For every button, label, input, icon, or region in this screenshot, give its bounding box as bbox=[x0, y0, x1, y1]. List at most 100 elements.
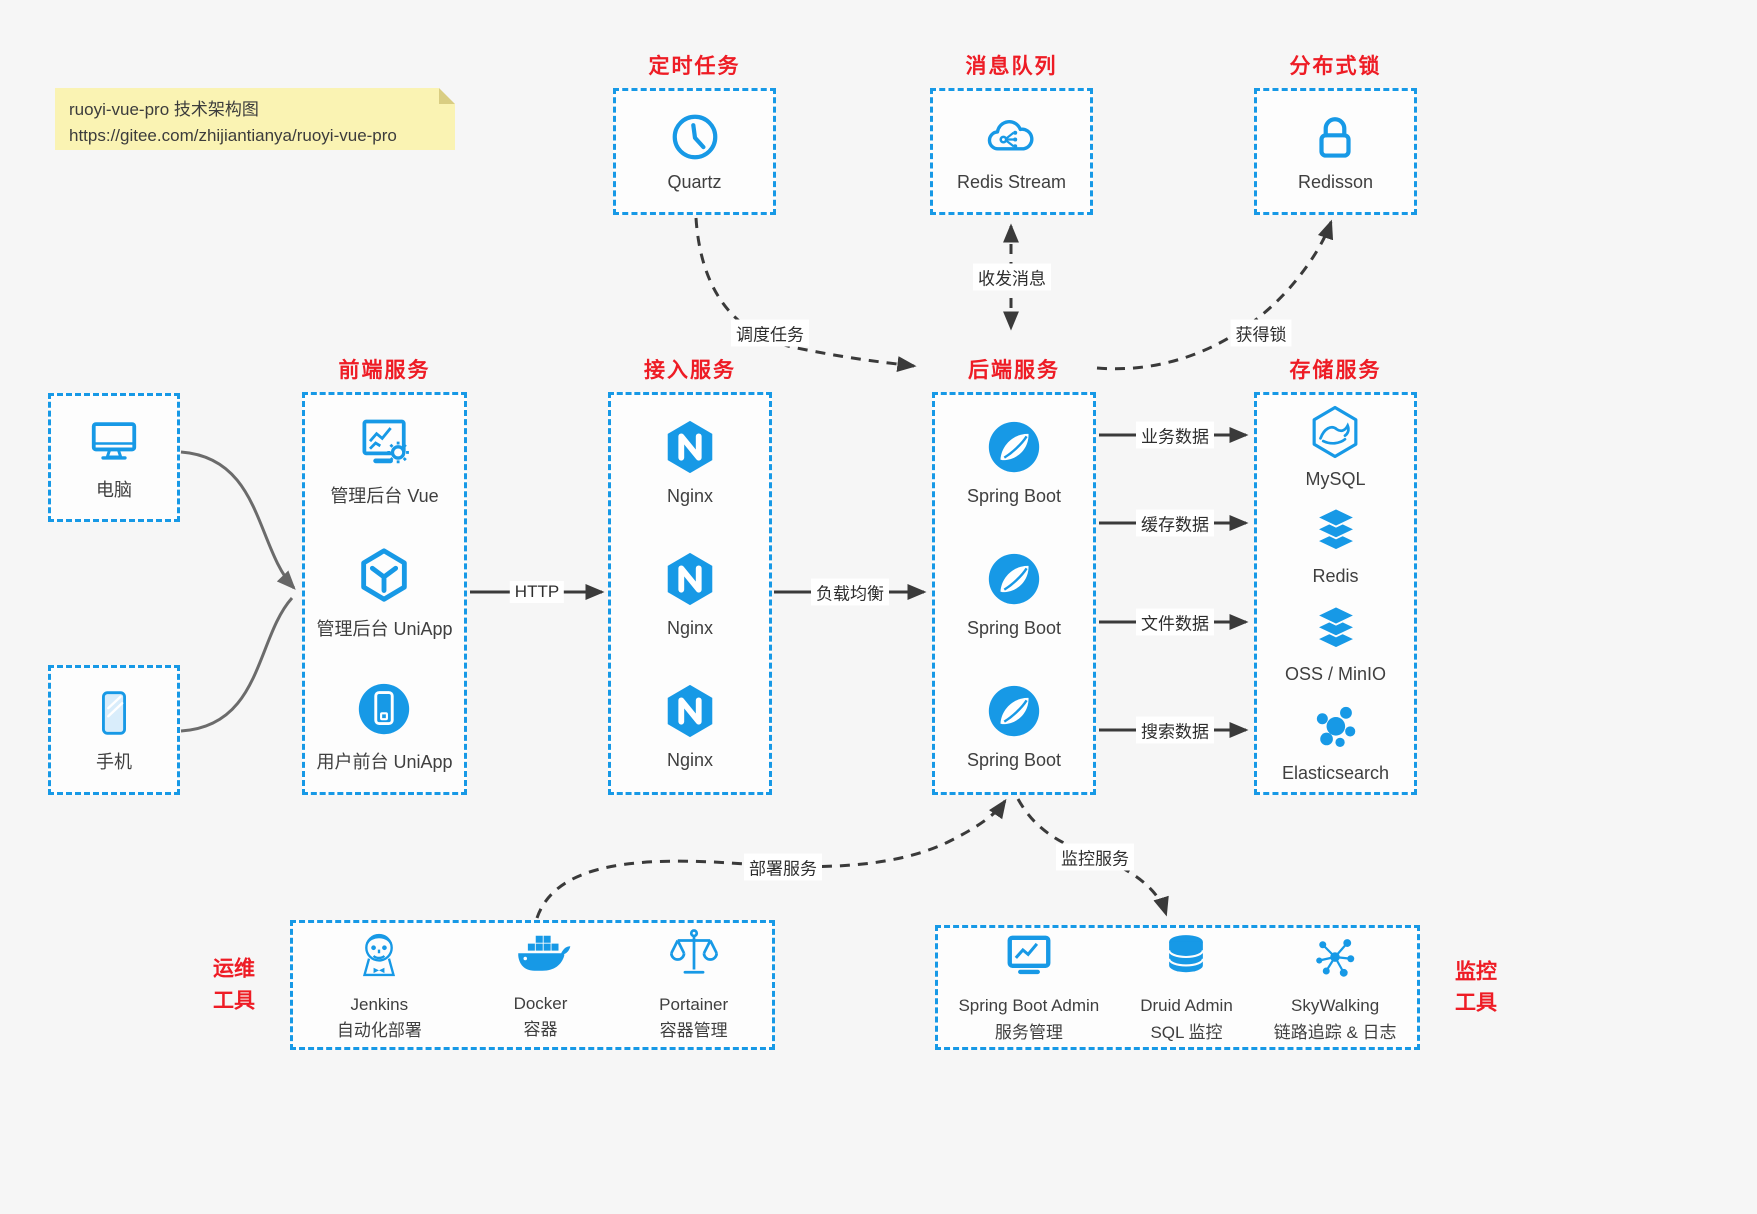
message-queue-box: 消息队列 Redis Stream bbox=[930, 55, 1093, 215]
sticky-note: ruoyi-vue-pro 技术架构图 https://gitee.com/zh… bbox=[55, 88, 455, 150]
jenkins-label-line2: 自动化部署 bbox=[336, 1021, 422, 1040]
nginx-icon bbox=[659, 416, 721, 478]
edge-label-http: HTTP bbox=[509, 581, 565, 603]
item-label: Portainer 容器管理 bbox=[659, 992, 728, 1045]
storage-services-box: 存储服务 MySQL Redis OSS / MinIO Elasticsear… bbox=[1254, 359, 1417, 795]
mysql-item: MySQL bbox=[1305, 403, 1366, 490]
gateway-services-box: 接入服务 Nginx Nginx Nginx bbox=[608, 359, 772, 795]
cloud-stream-icon bbox=[982, 110, 1040, 164]
spring-boot-admin-icon bbox=[1000, 929, 1058, 985]
item-label: Spring Boot bbox=[966, 485, 1062, 506]
edge-label-schedule: 调度任务 bbox=[731, 319, 809, 347]
item-label: OSS / MinIO bbox=[1284, 663, 1387, 684]
redis-stream-item: Redis Stream bbox=[957, 110, 1066, 193]
sba-label-line2: 服务管理 bbox=[994, 1022, 1063, 1042]
druid-item: Druid Admin SQL 监控 bbox=[1140, 929, 1233, 1046]
item-label: Quartz bbox=[667, 172, 722, 192]
redisson-item: Redisson bbox=[1298, 110, 1373, 193]
nginx-icon bbox=[659, 548, 721, 610]
edge-label-business-data: 业务数据 bbox=[1136, 421, 1214, 449]
edge-label-messages: 收发消息 bbox=[973, 263, 1051, 291]
monitor-title-line2: 工具 bbox=[1455, 991, 1497, 1015]
mysql-icon bbox=[1306, 403, 1364, 461]
item-label: 管理后台 UniApp bbox=[316, 618, 453, 639]
client-pc-box: 电脑 bbox=[48, 393, 180, 522]
spring-boot-item: Spring Boot bbox=[967, 680, 1061, 771]
nginx-icon bbox=[659, 680, 721, 742]
portainer-icon bbox=[665, 926, 723, 984]
elasticsearch-item: Elasticsearch bbox=[1282, 701, 1389, 784]
gateway-services-title: 接入服务 bbox=[644, 359, 736, 382]
spring-boot-admin-item: Spring Boot Admin 服务管理 bbox=[958, 929, 1099, 1046]
user-uniapp-item: 用户前台 UniApp bbox=[316, 678, 453, 774]
oss-minio-icon bbox=[1307, 604, 1365, 656]
druid-label-line2: SQL 监控 bbox=[1150, 1022, 1223, 1042]
edge-label-deploy: 部署服务 bbox=[744, 853, 822, 881]
edge-label-load-balance: 负载均衡 bbox=[811, 578, 889, 606]
skywalking-label-line1: SkyWalking bbox=[1291, 996, 1380, 1016]
jenkins-icon bbox=[350, 926, 408, 984]
scheduled-jobs-box: 定时任务 Quartz bbox=[613, 55, 776, 215]
portainer-label-line1: Portainer bbox=[659, 994, 729, 1014]
clock-icon bbox=[668, 110, 722, 164]
scheduled-jobs-title: 定时任务 bbox=[648, 55, 741, 78]
distributed-lock-box: 分布式锁 Redisson bbox=[1254, 55, 1417, 215]
edge-label-cache-data: 缓存数据 bbox=[1136, 509, 1214, 537]
redis-item: Redis bbox=[1307, 506, 1365, 587]
portainer-label-line2: 容器管理 bbox=[659, 1021, 728, 1040]
item-label: Spring Boot bbox=[966, 617, 1062, 638]
item-label: Docker 容器 bbox=[514, 991, 568, 1044]
jenkins-label-line1: Jenkins bbox=[350, 994, 409, 1014]
note-fold-corner bbox=[439, 88, 455, 104]
item-label: Redis bbox=[1312, 566, 1359, 587]
monitor-tools-box: 监控 工具 Spring Boot Admin 服务管理 Druid Admin… bbox=[935, 925, 1497, 1050]
docker-label-line2: 容器 bbox=[523, 1020, 558, 1039]
spring-boot-icon bbox=[983, 416, 1045, 478]
quartz-item: Quartz bbox=[667, 110, 722, 193]
skywalking-label-line2: 链路追踪 & 日志 bbox=[1273, 1022, 1397, 1042]
elasticsearch-icon bbox=[1307, 701, 1363, 755]
ops-tools-title: 运维 工具 bbox=[213, 954, 255, 1017]
portainer-item: Portainer 容器管理 bbox=[659, 926, 728, 1045]
message-queue-title: 消息队列 bbox=[965, 55, 1058, 78]
distributed-lock-title: 分布式锁 bbox=[1289, 55, 1382, 78]
note-url: https://gitee.com/zhijiantianya/ruoyi-vu… bbox=[69, 126, 397, 146]
spring-boot-item: Spring Boot bbox=[967, 416, 1061, 507]
item-label: 管理后台 Vue bbox=[330, 485, 439, 506]
oss-minio-item: OSS / MinIO bbox=[1285, 604, 1386, 685]
item-label: MySQL bbox=[1305, 469, 1366, 490]
backend-services-box: 后端服务 Spring Boot Spring Boot Spring Boot bbox=[932, 359, 1096, 795]
item-label: Nginx bbox=[666, 617, 714, 638]
druid-label-line1: Druid Admin bbox=[1140, 996, 1233, 1016]
pc-item: 电脑 bbox=[85, 414, 143, 502]
nginx-item: Nginx bbox=[659, 548, 721, 639]
admin-vue-item: 管理后台 Vue bbox=[330, 414, 439, 508]
ops-title-line1: 运维 bbox=[213, 957, 255, 981]
mobile-item: 手机 bbox=[88, 686, 140, 774]
docker-label-line1: Docker bbox=[513, 993, 568, 1013]
storage-services-title: 存储服务 bbox=[1289, 359, 1382, 382]
item-label: 用户前台 UniApp bbox=[316, 751, 453, 772]
lock-icon bbox=[1308, 110, 1362, 164]
frontend-services-title: 前端服务 bbox=[338, 359, 431, 382]
monitor-tools-title: 监控 工具 bbox=[1455, 956, 1497, 1019]
ops-tools-box: 运维 工具 Jenkins 自动化部署 Docker 容器 bbox=[213, 920, 775, 1050]
ops-title-line2: 工具 bbox=[213, 989, 255, 1012]
redis-icon bbox=[1307, 506, 1365, 558]
skywalking-icon bbox=[1307, 929, 1363, 985]
item-label: 手机 bbox=[96, 752, 132, 772]
item-label: Nginx bbox=[666, 750, 714, 771]
item-label: Redis Stream bbox=[956, 172, 1067, 192]
item-label: Spring Boot Admin 服务管理 bbox=[958, 993, 1099, 1046]
uniapp-icon bbox=[353, 545, 415, 607]
item-label: Druid Admin SQL 监控 bbox=[1140, 993, 1233, 1046]
spring-boot-icon bbox=[983, 548, 1045, 610]
item-label: Redisson bbox=[1297, 172, 1374, 192]
spring-boot-icon bbox=[983, 680, 1045, 742]
skywalking-item: SkyWalking 链路追踪 & 日志 bbox=[1274, 929, 1397, 1046]
backend-services-title: 后端服务 bbox=[968, 359, 1060, 382]
edge-label-acquire-lock: 获得锁 bbox=[1230, 319, 1292, 347]
item-label: Elasticsearch bbox=[1281, 762, 1390, 783]
admin-vue-icon bbox=[353, 414, 417, 474]
